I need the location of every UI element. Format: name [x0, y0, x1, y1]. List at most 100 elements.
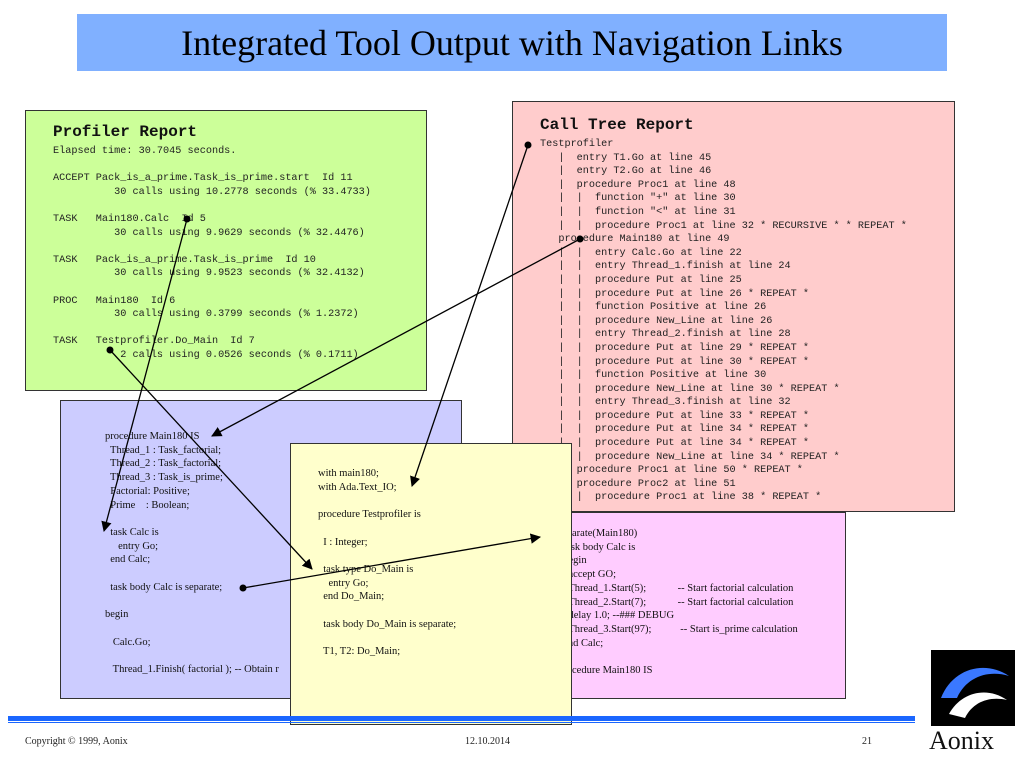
code-line: entry Go; [105, 540, 159, 552]
aonix-logo-text: Aonix [929, 726, 994, 755]
code-line: task body Calc is separate; [105, 581, 223, 593]
code-line: Factorial: Positive; [105, 485, 190, 497]
code-line: Prime : Boolean; [105, 499, 190, 511]
aonix-logo-icon [931, 650, 1015, 726]
code-line: end Calc; [105, 554, 151, 566]
code-line: | | entry Thread_2.finish at line 28 [540, 329, 791, 341]
code-line: begin [105, 609, 129, 621]
code-line: | | procedure New_Line at line 34 * REPE… [540, 451, 840, 463]
code-line: 30 calls using 9.9523 seconds (% 32.4132… [53, 268, 365, 280]
code-line: end Calc; [558, 637, 604, 649]
code-line [105, 594, 279, 608]
code-line: | | procedure Put at line 33 * REPEAT * [540, 410, 809, 422]
profiler-heading: Profiler Report [53, 123, 198, 141]
code-line: I : Integer; [318, 536, 368, 548]
code-line: Thread_2 : Task_factorial; [105, 458, 222, 470]
code-line: delay 1.0; --### DEBUG [558, 610, 675, 622]
code-line [318, 631, 456, 645]
code-line: separate(Main180) [558, 528, 638, 539]
code-line [105, 649, 279, 663]
code-line: | procedure Proc2 at line 51 [540, 478, 736, 490]
code-line: | procedure Proc1 at line 50 * REPEAT * [540, 465, 803, 477]
code-line [105, 622, 279, 636]
code-line [318, 494, 456, 508]
code-line [53, 199, 371, 213]
code-line: task Calc is [105, 526, 159, 538]
code-line: Calc.Go; [105, 636, 151, 648]
code-line: | | function Positive at line 26 [540, 302, 767, 314]
code-line: 2 calls using 0.0526 seconds (% 0.1711) [53, 349, 359, 361]
code-line: | entry T2.Go at line 46 [540, 166, 712, 178]
footer-rule-thick [8, 716, 915, 721]
testprofiler-lines: with main180;with Ada.Text_IO; procedure… [318, 467, 456, 659]
code-line: task body Do_Main is separate; [318, 618, 457, 630]
code-line: | | procedure Put at line 29 * REPEAT * [540, 342, 809, 354]
code-line: | | procedure Put at line 25 [540, 274, 742, 286]
code-line [53, 281, 371, 295]
footer-copyright: Copyright © 1999, Aonix [25, 736, 128, 747]
code-line [105, 567, 279, 581]
profiler-lines: Elapsed time: 30.7045 seconds. ACCEPT Pa… [53, 145, 371, 363]
separate-lines: separate(Main180) task body Calc is begi… [558, 527, 798, 678]
separate-calc-box: separate(Main180) task body Calc is begi… [545, 512, 846, 699]
code-line: Thread_3.Start(97); -- Start is_prime ca… [558, 623, 798, 635]
code-line: TASK Pack_is_a_prime.Task_is_prime Id 10 [53, 254, 316, 266]
code-line: Testprofiler [540, 139, 614, 150]
footer-rule-thin [8, 722, 915, 723]
code-line: | | function "+" at line 30 [540, 193, 736, 205]
code-line: T1, T2: Do_Main; [318, 646, 401, 658]
code-line: procedure Main180 IS [558, 665, 653, 677]
code-line: | | procedure New_Line at line 30 * REPE… [540, 383, 840, 395]
code-line: | | procedure Put at line 34 * REPEAT * [540, 424, 809, 436]
main180-lines: procedure Main180 IS Thread_1 : Task_fac… [105, 430, 279, 677]
title-bar: Integrated Tool Output with Navigation L… [77, 14, 947, 71]
code-line: task type Do_Main is [318, 563, 414, 575]
code-line: | | procedure Put at line 26 * REPEAT * [540, 288, 809, 300]
code-line [318, 549, 456, 563]
code-line [53, 322, 371, 336]
code-line: | | entry Calc.Go at line 22 [540, 247, 742, 259]
code-line: | | procedure Put at line 34 * REPEAT * [540, 438, 809, 450]
code-line: TASK Testprofiler.Do_Main Id 7 [53, 336, 255, 348]
code-line: task body Calc is [558, 541, 636, 553]
code-line: | procedure Proc1 at line 48 [540, 179, 736, 191]
call-tree-heading: Call Tree Report [540, 116, 694, 134]
code-line [53, 159, 371, 173]
code-line [318, 522, 456, 536]
code-line: ACCEPT Pack_is_a_prime.Task_is_prime.sta… [53, 173, 353, 185]
code-line: Thread_1 : Task_factorial; [105, 444, 222, 456]
code-line: with main180; [318, 468, 379, 479]
code-line: | | procedure Proc1 at line 32 * RECURSI… [540, 220, 907, 232]
code-line: Thread_1.Start(5); -- Start factorial ca… [558, 582, 794, 594]
code-line [53, 240, 371, 254]
code-line: | | procedure Proc1 at line 38 * REPEAT … [540, 492, 822, 504]
code-line: | | function Positive at line 30 [540, 370, 767, 382]
profiler-report-box: Profiler Report Elapsed time: 30.7045 se… [25, 110, 427, 391]
code-line: | | procedure New_Line at line 26 [540, 315, 773, 327]
code-line: procedure Main180 at line 49 [540, 234, 730, 246]
footer-date: 12.10.2014 [465, 736, 510, 747]
code-line: Thread_3 : Task_is_prime; [105, 472, 223, 484]
code-line: entry Go; [318, 577, 369, 589]
testprofiler-source-box: with main180;with Ada.Text_IO; procedure… [290, 443, 572, 725]
code-line: Elapsed time: 30.7045 seconds. [53, 146, 237, 157]
call-tree-report-box: Call Tree Report Testprofiler | entry T1… [512, 101, 955, 512]
code-line: -- [558, 650, 798, 664]
code-line: Thread_1.Finish( factorial ); -- Obtain … [105, 663, 279, 675]
slide-title: Integrated Tool Output with Navigation L… [181, 22, 843, 63]
code-line: | | function "<" at line 31 [540, 206, 736, 218]
code-line: accept GO; [558, 569, 617, 581]
code-line: TASK Main180.Calc Id 5 [53, 213, 206, 225]
code-line: | | entry Thread_1.finish at line 24 [540, 261, 791, 273]
code-line: 30 calls using 10.2778 seconds (% 33.473… [53, 186, 371, 198]
code-line: | | procedure Put at line 30 * REPEAT * [540, 356, 809, 368]
code-line: procedure Main180 IS [105, 431, 200, 442]
call-tree-lines: Testprofiler | entry T1.Go at line 45 | … [540, 138, 907, 505]
footer-page-number: 21 [862, 736, 872, 747]
code-line: 30 calls using 0.3799 seconds (% 1.2372) [53, 309, 359, 321]
code-line: Thread_2.Start(7); -- Start factorial ca… [558, 596, 794, 608]
code-line [105, 512, 279, 526]
code-line: | | entry Thread_3.finish at line 32 [540, 397, 791, 409]
code-line [318, 604, 456, 618]
code-line: procedure Testprofiler is [318, 509, 421, 521]
